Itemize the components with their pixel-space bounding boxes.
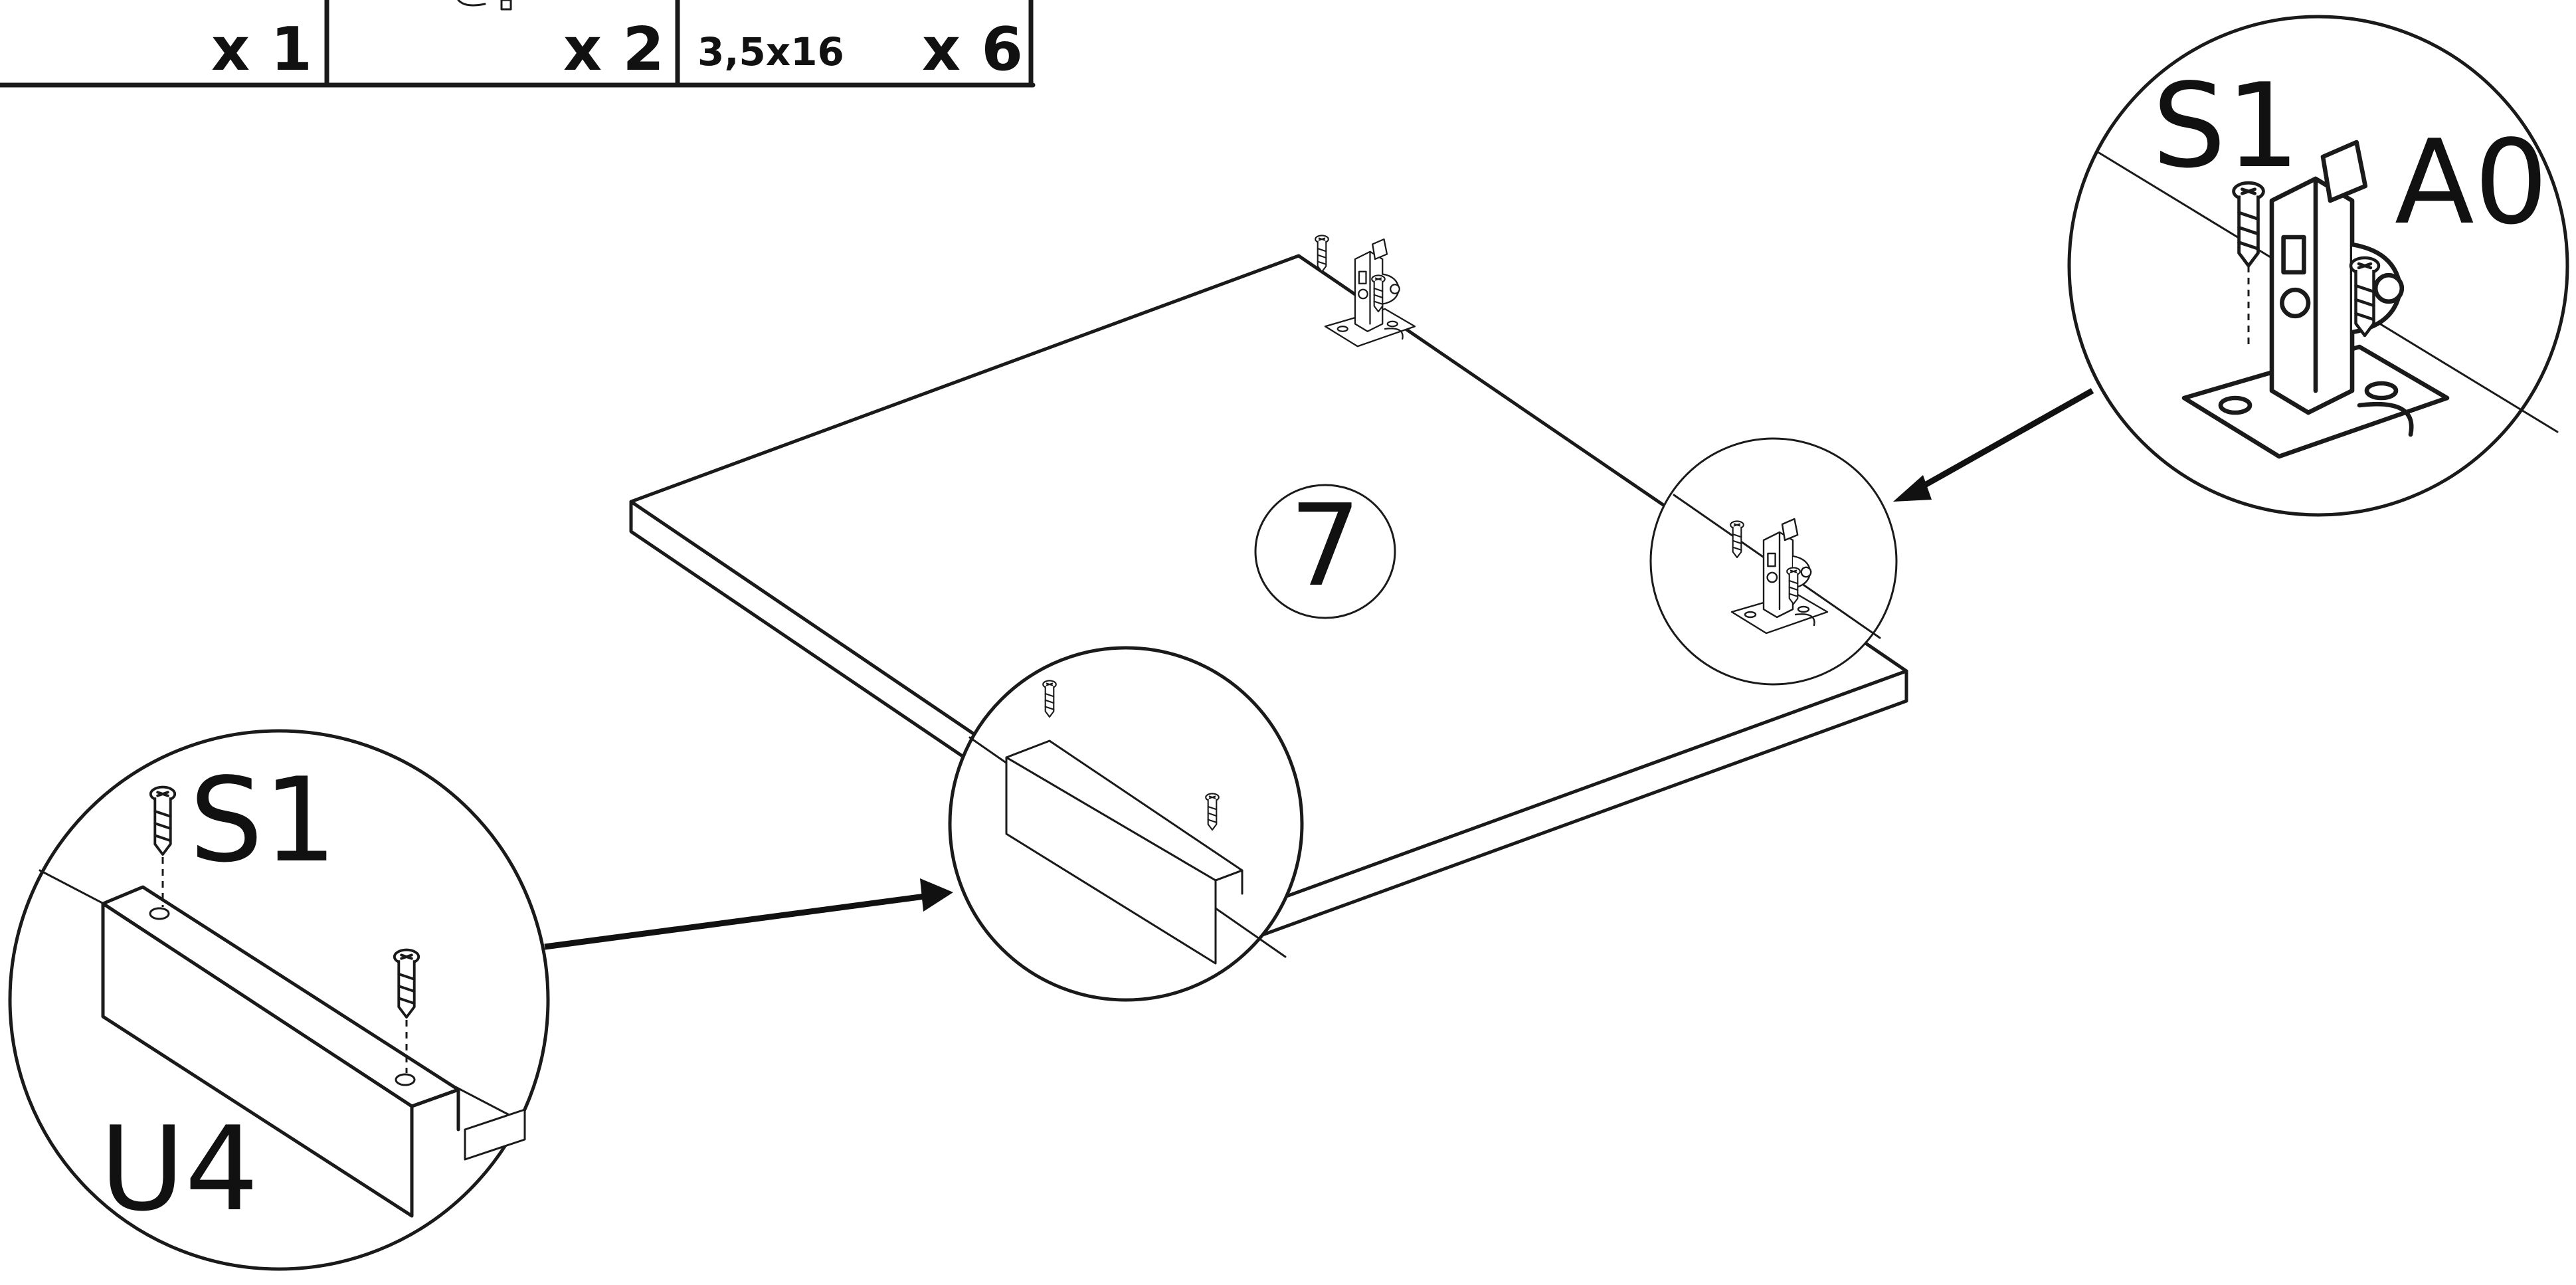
callout-arrow-icon [1893, 388, 2094, 502]
cropped-part-sketch [457, 0, 486, 7]
rail-screw-code: S1 [189, 753, 337, 888]
rail-detail-small-circle [948, 646, 1304, 1002]
screw-icon [2234, 183, 2264, 266]
hinge-detail-large-circle: S1 A0 [2067, 15, 2569, 517]
hinge-screw-code: S1 [2152, 59, 2300, 194]
screw-icon [2351, 258, 2379, 336]
hinge-fitting-code: A0 [2395, 116, 2548, 250]
step-number-label: 7 [1289, 480, 1361, 612]
screw-icon [1786, 567, 1801, 605]
parts-cell-3-qty: x 6 [922, 15, 1023, 84]
screw-icon [1315, 235, 1329, 273]
hinge-detail-small-circle [1649, 437, 1898, 686]
screw-icon [393, 948, 420, 1019]
step-number: 7 [1254, 480, 1396, 619]
parts-cell-2-qty: x 2 [563, 15, 664, 84]
rail-detail-large-circle: S1 U4 [8, 729, 550, 1271]
screw-icon [1205, 793, 1220, 831]
screw-icon [1371, 274, 1386, 313]
parts-cell-3-spec: 3,5x16 [697, 29, 844, 74]
parts-cell-1-qty: x 1 [211, 15, 312, 84]
screw-icon [1730, 520, 1744, 559]
screw-icon [149, 785, 177, 856]
callout-arrow-icon [544, 878, 953, 950]
rail-code: U4 [100, 1102, 258, 1237]
screw-icon [1042, 680, 1057, 718]
cropped-part-sketch [500, 0, 512, 11]
parts-table: x 1 x 2 3,5x16 x 6 [0, 0, 1036, 88]
